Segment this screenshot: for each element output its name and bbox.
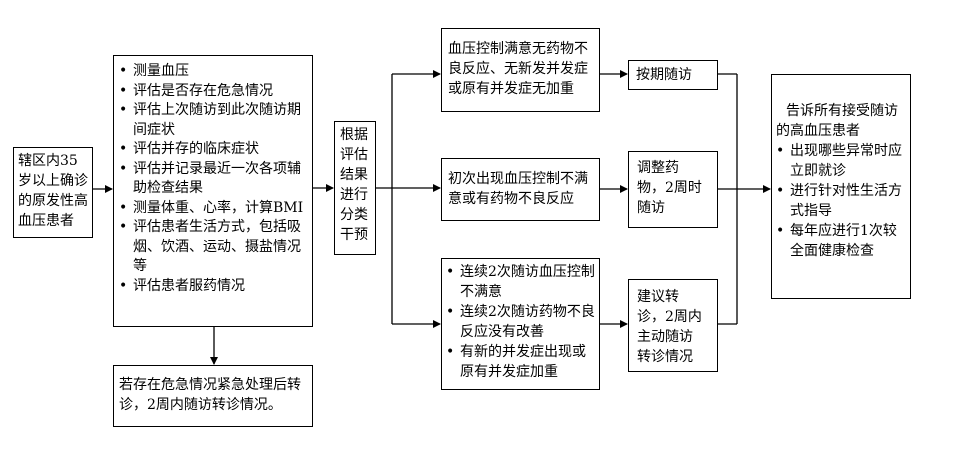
classify-line: 根据 [340, 127, 368, 143]
condition-line: 良反应、无新发并发症 [448, 61, 588, 77]
patient-line: 血压患者 [18, 213, 74, 229]
assessment-item: 评估是否存在危急情况 [119, 82, 308, 102]
action-line: 随访 [637, 200, 665, 216]
action-line: 转诊情况 [637, 349, 693, 365]
patient-box: 辖区内35 岁以上确诊 的原发性高 血压患者 [13, 147, 93, 238]
action-line: 主动随访 [637, 329, 693, 345]
assessment-item: 测量血压 [119, 62, 308, 82]
classify-line: 结果 [340, 167, 368, 183]
patient-line: 的原发性高 [18, 193, 88, 209]
emergency-line: 诊，2周内随访转诊情况。 [119, 397, 282, 413]
condition-line: 意或有药物不良反应 [448, 191, 574, 207]
patient-line: 辖区内35 [18, 153, 78, 169]
final-intro-line: 的高血压患者 [776, 123, 860, 139]
action-box-3: 建议转 诊，2周内 主动随访 转诊情况 [628, 279, 718, 372]
action-line: 建议转 [637, 289, 679, 305]
assessment-item: 测量体重、心率，计算BMI [119, 199, 308, 219]
emergency-line: 若存在危急情况紧急处理后转 [119, 377, 301, 393]
classify-line: 评估 [340, 147, 368, 163]
condition-line: 或原有并发症无加重 [448, 81, 574, 97]
condition-box-1: 血压控制满意无药物不 良反应、无新发并发症 或原有并发症无加重 [441, 28, 600, 112]
classify-box: 根据 评估 结果 进行 分类 干预 [334, 121, 376, 255]
condition-box-2: 初次出现血压控制不满 意或有药物不良反应 [441, 158, 600, 221]
assessment-item: 评估并存的临床症状 [119, 140, 308, 160]
action-line: 诊，2周内 [637, 309, 702, 325]
classify-line: 干预 [340, 227, 368, 243]
patient-line: 岁以上确诊 [18, 173, 88, 189]
action-line: 按期随访 [636, 67, 692, 83]
assessment-item: 评估患者服药情况 [119, 277, 308, 297]
classify-line: 进行 [340, 187, 368, 203]
condition-line: 初次出现血压控制不满 [448, 171, 588, 187]
condition-line: 血压控制满意无药物不 [448, 41, 588, 57]
action-line: 调整药 [637, 160, 679, 176]
classify-line: 分类 [340, 207, 368, 223]
action-line: 物，2周时 [637, 180, 702, 196]
action-box-1: 按期随访 [628, 60, 718, 90]
final-intro-line: 告诉所有接受随访 [786, 103, 898, 119]
action-box-2: 调整药 物，2周时 随访 [628, 151, 718, 228]
emergency-box: 若存在危急情况紧急处理后转 诊，2周内随访转诊情况。 [113, 365, 313, 427]
